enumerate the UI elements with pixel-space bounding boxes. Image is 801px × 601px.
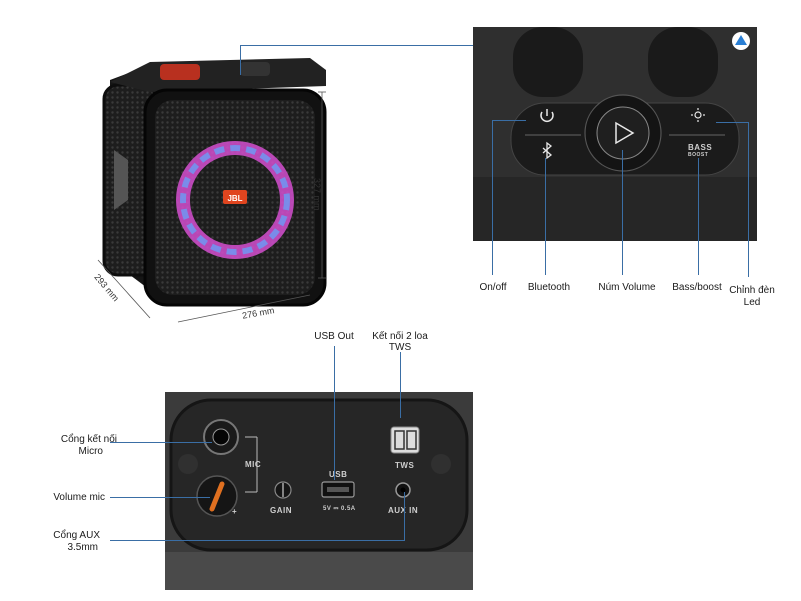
top-panel-photo: BASS BOOST bbox=[473, 27, 757, 241]
tws-label: TWS bbox=[395, 461, 415, 470]
boost-label: BOOST bbox=[688, 152, 709, 158]
bluetooth-icon bbox=[542, 141, 553, 160]
callout-aux-line2: 3.5mm bbox=[67, 542, 98, 553]
rear-panel-photo: MIC + GAIN USB 5V ⎓ 0.5A TWS AUX IN bbox=[165, 392, 473, 590]
dimension-lines bbox=[97, 91, 326, 323]
callout-mic-port-line2: Micro bbox=[78, 446, 103, 457]
usb-label: USB bbox=[329, 470, 348, 479]
callout-tws-line1: Kết nối 2 loa bbox=[372, 331, 428, 342]
tws-button bbox=[390, 426, 420, 454]
aux-label: AUX IN bbox=[388, 506, 419, 515]
callout-volume-mic: Volume mic bbox=[53, 492, 105, 503]
play-icon bbox=[615, 121, 635, 145]
callout-led-line1: Chỉnh đèn bbox=[729, 285, 775, 296]
speaker-illustration: JBL bbox=[102, 58, 327, 307]
watermark-logo-icon bbox=[735, 35, 747, 45]
sun-icon bbox=[691, 108, 705, 122]
svg-text:JBL: JBL bbox=[227, 194, 242, 203]
gain-label: GAIN bbox=[270, 506, 292, 515]
callout-bass-boost: Bass/boost bbox=[672, 282, 722, 293]
callout-led-line2: Led bbox=[743, 297, 761, 308]
usb-rating-label: 5V ⎓ 0.5A bbox=[323, 506, 356, 512]
callout-aux-line1: Cổng AUX bbox=[53, 530, 100, 541]
callout-volume: Núm Volume bbox=[598, 282, 656, 293]
callout-bluetooth: Bluetooth bbox=[527, 282, 571, 293]
plus-label: + bbox=[232, 507, 238, 516]
callout-power: On/off bbox=[479, 282, 507, 293]
callout-usb-out: USB Out bbox=[314, 331, 354, 342]
jbl-logo bbox=[223, 190, 247, 204]
power-icon bbox=[540, 109, 554, 122]
callout-mic-port-line1: Cổng kết nối bbox=[60, 434, 117, 445]
dimension-height: 327 mm bbox=[312, 178, 322, 211]
callout-tws-line2: TWS bbox=[388, 342, 412, 353]
mic-label: MIC bbox=[245, 460, 262, 469]
bass-label: BASS bbox=[688, 143, 713, 152]
